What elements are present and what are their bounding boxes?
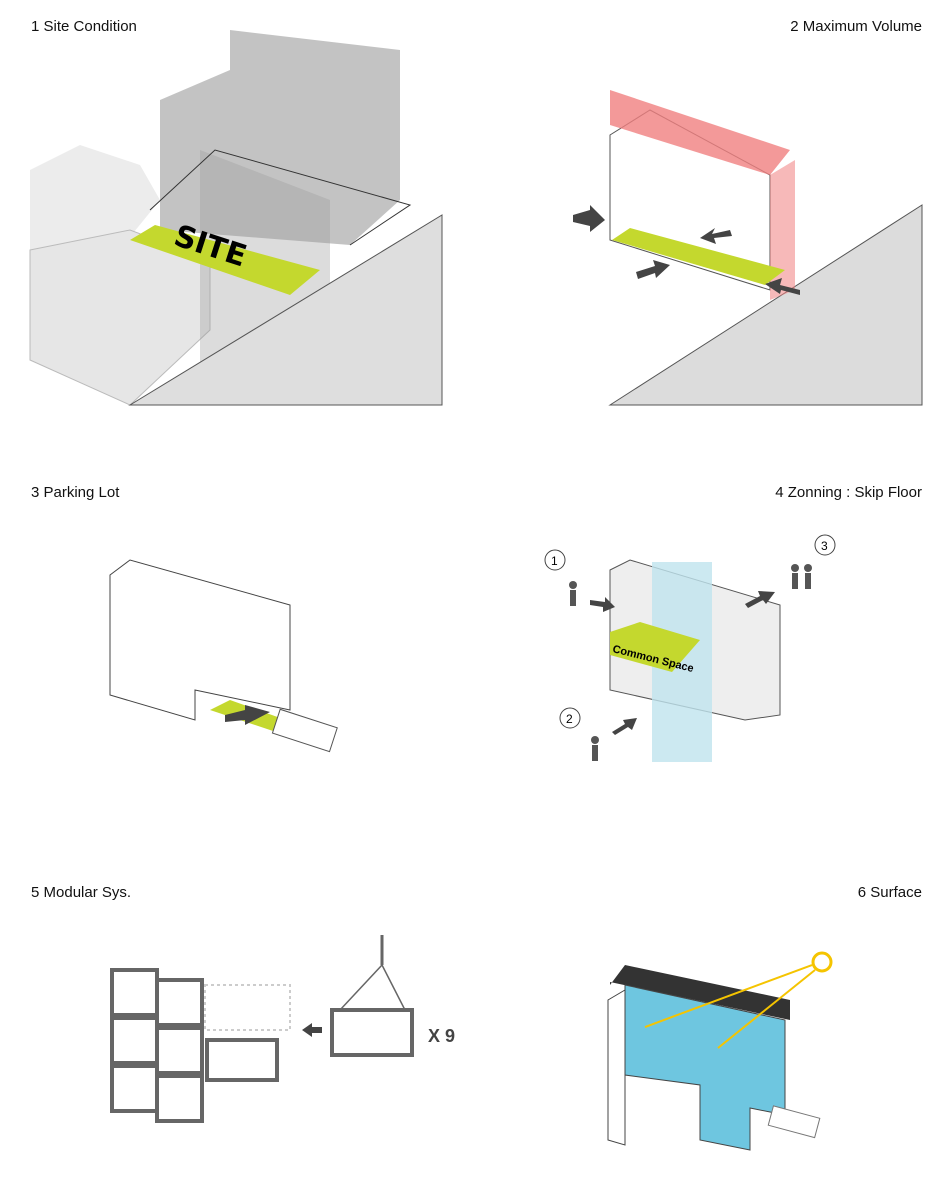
zoning-drawing bbox=[544, 534, 836, 762]
panel-title-surface: 6 Surface bbox=[857, 884, 922, 901]
common-space-highlight bbox=[610, 622, 700, 672]
panel-title-zoning: 4 Zonning : Skip Floor bbox=[775, 484, 922, 501]
arrow-icon bbox=[590, 597, 615, 612]
car-icon bbox=[271, 708, 338, 753]
arrow-icon bbox=[573, 205, 605, 232]
max-volume-roof bbox=[610, 90, 790, 175]
marker-3 bbox=[814, 534, 836, 556]
site-highlight bbox=[130, 225, 320, 295]
arrow-icon bbox=[302, 1023, 322, 1037]
surface-drawing bbox=[607, 951, 833, 1151]
person-icon bbox=[591, 736, 599, 744]
modular-system-drawing bbox=[110, 935, 414, 1123]
marker-2-label: 2 bbox=[566, 712, 573, 726]
arrow-icon bbox=[700, 228, 732, 244]
marker-1-label: 1 bbox=[551, 554, 558, 568]
marker-1 bbox=[544, 549, 566, 571]
person-icon bbox=[569, 581, 577, 589]
arrow-icon bbox=[612, 718, 637, 735]
car-icon bbox=[767, 1105, 821, 1139]
panel-title-modular: 5 Modular Sys. bbox=[31, 884, 132, 901]
arrow-icon bbox=[636, 260, 670, 279]
people-icon bbox=[791, 564, 799, 572]
panel-title-site-condition: 1 Site Condition bbox=[31, 18, 137, 35]
module-count: X 9 bbox=[428, 1026, 455, 1046]
marker-2 bbox=[559, 707, 581, 729]
panel-title-parking-lot: 3 Parking Lot bbox=[31, 484, 120, 501]
parking-lot-drawing bbox=[109, 559, 338, 753]
marker-3-label: 3 bbox=[821, 539, 828, 553]
sun-icon bbox=[811, 951, 833, 973]
panel-title-maximum-volume: 2 Maximum Volume bbox=[790, 18, 922, 35]
maximum-volume-drawing bbox=[573, 90, 923, 406]
arrow-icon bbox=[765, 278, 800, 295]
arrow-icon bbox=[745, 591, 775, 608]
arrow-icon bbox=[225, 705, 270, 725]
site-condition-drawing bbox=[29, 30, 443, 406]
